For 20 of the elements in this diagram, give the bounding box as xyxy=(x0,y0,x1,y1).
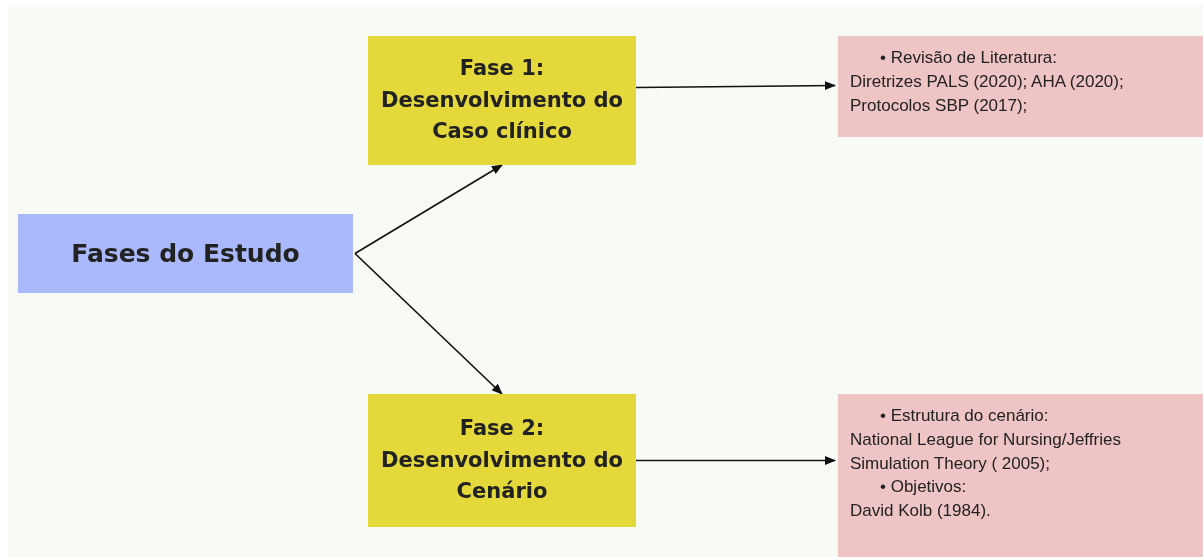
phase-heading: Fase 2: xyxy=(459,415,545,443)
phase-title: Desenvolvimento do Cenário xyxy=(380,446,624,506)
arrow xyxy=(635,81,837,91)
phase-box xyxy=(368,394,636,527)
arrow xyxy=(354,164,503,255)
arrow xyxy=(635,456,837,465)
phase-title: Desenvolvimento do Caso clínico xyxy=(380,86,624,146)
title-text: Fases do Estudo xyxy=(71,239,300,268)
phase-heading: Fase 1: xyxy=(459,55,545,83)
note-box xyxy=(838,394,1203,557)
phase-box xyxy=(368,36,636,165)
title-box xyxy=(18,214,353,293)
bullet-heading: • Objetivos: xyxy=(879,476,968,499)
note-text: David Kolb (1984). xyxy=(850,500,992,523)
arrow xyxy=(354,252,503,395)
note-text: National League for Nursing/Jeffries Simulation Theory ( 2005); xyxy=(850,428,1122,475)
bullet-heading: • Revisão de Literatura: xyxy=(879,47,1058,69)
bullet-heading: • Estrutura do cenário: xyxy=(879,405,1050,427)
note-box xyxy=(838,36,1203,137)
note-text: Diretrizes PALS (2020); AHA (2020); Protocolos SBP (2017); xyxy=(850,70,1125,117)
